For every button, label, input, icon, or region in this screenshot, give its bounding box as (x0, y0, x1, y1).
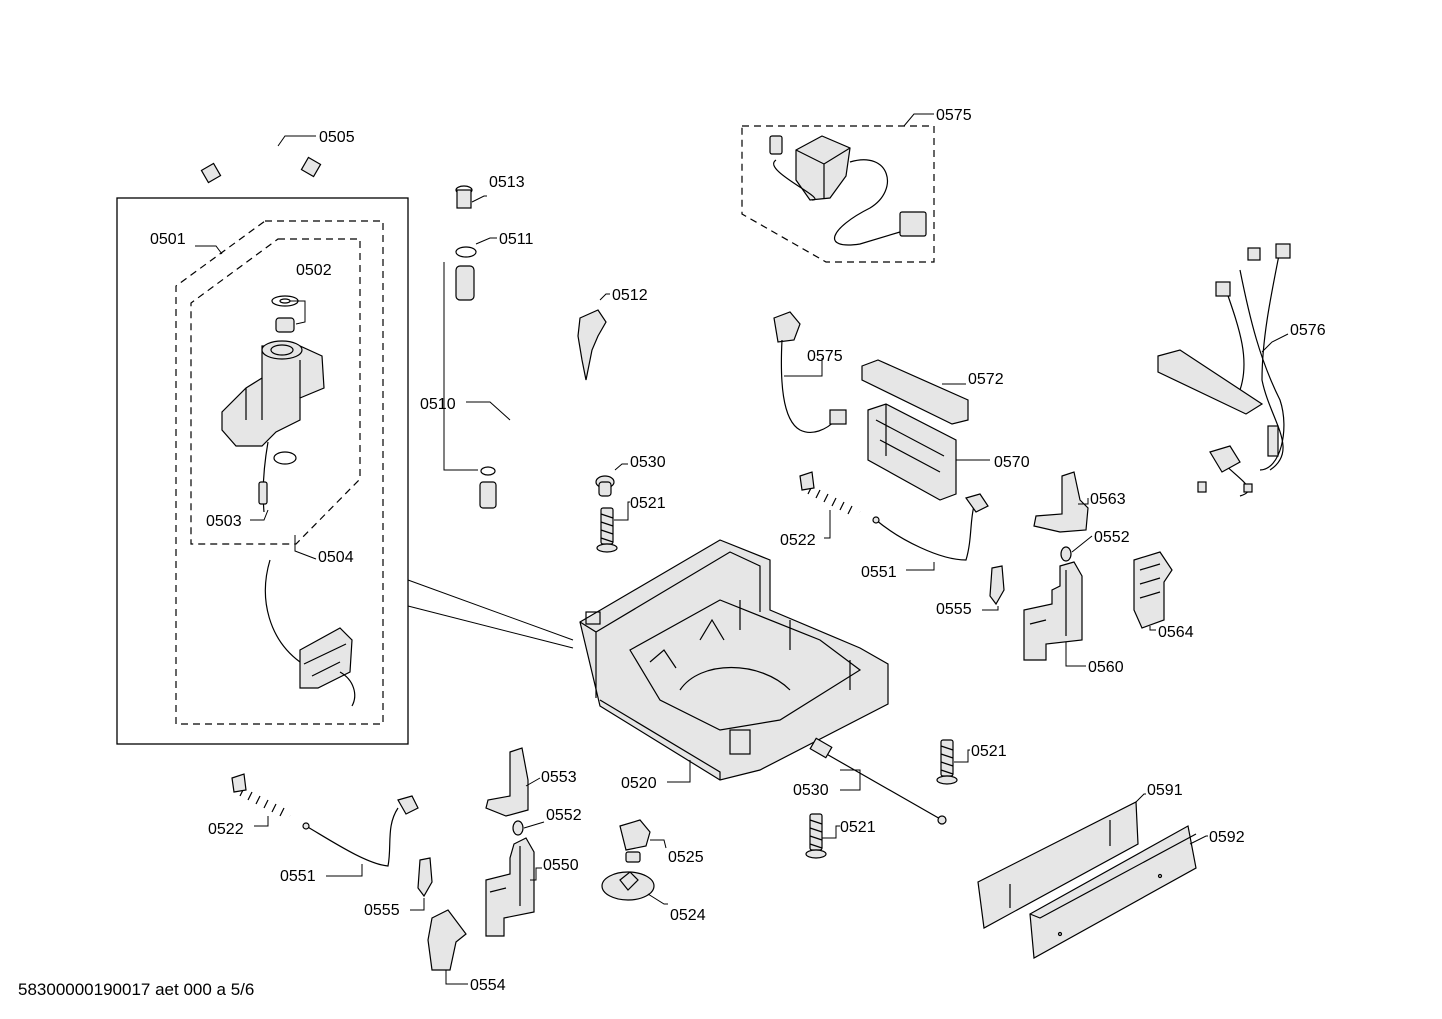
callout-0555-lower: 0555 (364, 902, 400, 919)
callout-0563: 0563 (1090, 491, 1126, 508)
part-float-0524 (601, 871, 668, 905)
callout-0555-upper: 0555 (936, 601, 972, 618)
callout-0572: 0572 (968, 371, 1004, 388)
part-bracket-0553 (485, 747, 541, 817)
part-clip-0552-lower (512, 820, 545, 836)
part-kickplate-0592 (1029, 825, 1208, 959)
callout-0501: 0501 (150, 231, 186, 248)
callout-0520: 0520 (621, 775, 657, 792)
part-screw-0521-right (936, 739, 970, 785)
part-wire-harness (1157, 243, 1291, 497)
callout-0564: 0564 (1158, 624, 1194, 641)
callout-0511: 0511 (499, 231, 534, 248)
callout-0576: 0576 (1290, 322, 1326, 339)
callout-0521-lower: 0521 (840, 819, 876, 836)
callout-0551-lower: 0551 (280, 868, 316, 885)
part-switch-0525 (619, 819, 667, 863)
part-connector-0555-upper (982, 565, 1005, 611)
callout-0552-lower: 0552 (546, 807, 582, 824)
part-spring-upper (799, 471, 862, 539)
part-spring-lower (231, 773, 292, 827)
callout-0575-upper: 0575 (936, 107, 972, 124)
part-aquastop-sensor (264, 559, 356, 707)
callout-0553: 0553 (541, 769, 577, 786)
callout-0592: 0592 (1209, 829, 1245, 846)
callout-0522-lower: 0522 (208, 821, 244, 838)
part-drain-hose (443, 237, 555, 534)
part-cover-0554 (427, 909, 468, 985)
part-hose-cap (455, 185, 487, 209)
part-cable-upper (872, 493, 989, 571)
callout-0504: 0504 (318, 549, 354, 566)
part-power-cord (773, 311, 847, 433)
callout-0560: 0560 (1088, 659, 1124, 676)
callout-0530-upper: 0530 (630, 454, 666, 471)
part-panel-0572 (861, 359, 969, 425)
callout-0530-lower: 0530 (793, 782, 829, 799)
callout-0551-upper: 0551 (861, 564, 897, 581)
aquastop-detail-frame (116, 197, 574, 745)
callout-0505: 0505 (319, 129, 355, 146)
part-rod-0530 (809, 737, 947, 825)
part-connector-0555-lower (410, 857, 433, 911)
document-identifier: 58300000190017 aet 000 a 5/6 (18, 980, 255, 999)
callout-0512: 0512 (612, 287, 648, 304)
callout-0575-lower: 0575 (807, 348, 843, 365)
part-hinge-0560 (1023, 561, 1086, 667)
callout-0522-upper: 0522 (780, 532, 816, 549)
callout-0525: 0525 (668, 849, 704, 866)
part-cable-lower (302, 795, 419, 877)
callout-0521-upper: 0521 (630, 495, 666, 512)
part-inlet-valve (221, 295, 325, 521)
callout-0521-right: 0521 (971, 743, 1007, 760)
part-screw-0521-lower (805, 813, 840, 859)
callout-0552-upper: 0552 (1094, 529, 1130, 546)
callout-0510: 0510 (420, 396, 456, 413)
part-control-module (867, 403, 990, 501)
callout-0502: 0502 (296, 262, 332, 279)
part-clip-0512 (577, 293, 610, 381)
part-kickplate-0591 (977, 793, 1146, 929)
callout-0570: 0570 (994, 454, 1030, 471)
part-clip-0552-upper (1060, 535, 1093, 562)
part-bracket-0563 (1033, 471, 1089, 533)
callout-0550: 0550 (543, 857, 579, 874)
callout-0503: 0503 (206, 513, 242, 530)
callout-0513: 0513 (489, 174, 525, 191)
part-power-module (741, 113, 935, 263)
part-nut-0530 (595, 463, 628, 497)
part-guide-0564 (1133, 551, 1173, 631)
part-screw-0521-upper (596, 501, 630, 553)
part-inlet-hose (200, 135, 322, 184)
part-base-frame (579, 539, 889, 783)
callout-0591: 0591 (1147, 782, 1183, 799)
callout-0554: 0554 (470, 977, 506, 994)
part-hinge-0550 (485, 837, 542, 937)
callout-0524: 0524 (670, 907, 706, 924)
